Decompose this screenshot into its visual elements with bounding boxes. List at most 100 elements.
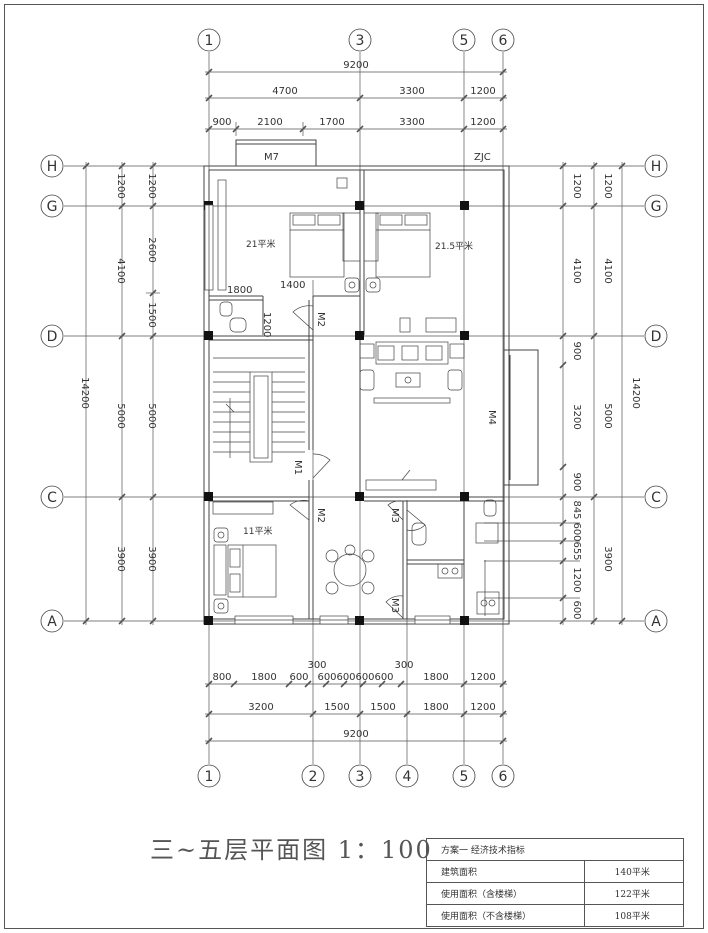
label-zjc: ZJC [474,152,491,163]
dim-top-total: 9200 [343,60,368,71]
structural-columns [204,201,469,625]
axis-label-row-h-right: H [651,159,662,175]
dim-left-1200: 1200 [115,173,126,198]
dim-bot-1500a: 1500 [324,702,349,713]
dim-bot-total: 9200 [343,729,368,740]
dim-bot-600d: 600 [355,672,374,683]
dim-bot-800: 800 [212,672,231,683]
dim-bot-1200: 1200 [470,672,495,683]
table-row: 使用面积（不含楼梯） 108平米 [426,904,685,927]
dim-bot-1800c: 1800 [423,702,448,713]
page-border [4,4,704,929]
axis-label-row-h: H [47,159,58,175]
axis-label-row-g: G [47,199,58,215]
axis-label-row-a: A [47,614,57,630]
kitchen-counters [437,560,500,616]
bedroom-2-furniture [363,212,457,333]
top-dimension-text: 9200 4700 3300 1200 900 2100 1700 3300 1… [212,60,495,128]
room-labels: M7 ZJC 21平米 21.5平米 11平米 1400 1800 1200 M… [227,152,497,613]
dim-right-845: 845 [571,500,582,519]
grid-axes-vertical [208,52,504,764]
label-m4: M4 [486,410,497,425]
axis-label-col-3: 3 [356,33,365,49]
dim-bot-300a: 300 [307,660,326,671]
table-header: 方案一 经济技术指标 [426,838,684,861]
right-dimension-text: 1200 4100 900 3200 900 845 600 655 1200 … [571,173,641,619]
dim-bot-1800: 1800 [251,672,276,683]
living-room-furniture [359,341,465,404]
dim-right-outer-3900: 3900 [602,546,613,571]
table-row-value: 122平米 [583,882,685,905]
bottom-dimensions [205,680,507,745]
room-label-bedroom-1: 21平米 [246,238,275,250]
label-1400: 1400 [280,280,305,291]
axis-label-col-1: 1 [205,33,214,49]
table-row-value: 140平米 [583,860,685,883]
dim-bot-600b: 600 [317,672,336,683]
windows [204,204,451,625]
axis-label-row-c: C [47,490,57,506]
axis-label-row-c-right: C [651,490,661,506]
dim-left-3900: 3900 [115,546,126,571]
table-row-label: 使用面积（含楼梯） [426,882,585,905]
dim-top-900: 900 [212,117,231,128]
dim-right-1200: 1200 [571,173,582,198]
axis-label-col-5: 5 [460,33,469,49]
table-row-label: 建筑面积 [426,860,585,883]
staircase [213,357,305,463]
dim-left-1200b: 1200 [146,173,157,198]
label-m3-lower: M3 [389,598,400,613]
room-label-bedroom-2: 21.5平米 [435,240,473,252]
axis-label-col-6: 6 [499,33,508,49]
dim-bot-600c: 600 [336,672,355,683]
dim-right-outer-5000: 5000 [602,403,613,428]
dim-top-1200: 1200 [470,86,495,97]
dim-left-2600: 2600 [146,237,157,262]
label-m1: M1 [292,460,303,475]
dim-left-4100: 4100 [115,258,126,283]
bedroom-1-furniture [217,177,361,293]
axis-label-row-d: D [47,329,58,345]
axis-label-col-1-bottom: 1 [205,769,214,785]
dim-bot-600a: 600 [289,672,308,683]
axis-label-col-2-bottom: 2 [309,769,318,785]
right-dimensions [484,162,626,625]
left-dimension-text: 14200 1200 4100 5000 3900 1200 2600 1500… [79,173,157,571]
bedroom-3-furniture [212,501,277,614]
dim-left-1500: 1500 [146,302,157,327]
axis-label-col-3-bottom: 3 [356,769,365,785]
dim-left-total: 14200 [79,377,90,409]
axis-label-row-a-right: A [651,614,661,630]
dim-bot-300b: 300 [394,660,413,671]
label-1200: 1200 [261,312,272,337]
dim-right-total: 14200 [630,377,641,409]
doors [289,305,437,619]
dim-top-3300b: 3300 [399,117,424,128]
dim-right-600: 600 [571,522,582,541]
axis-bubbles [40,28,668,788]
technical-indicator-table: 方案一 经济技术指标 建筑面积 140平米 使用面积（含楼梯） 122平米 使用… [426,838,685,927]
table-row-label: 使用面积（不含楼梯） [426,904,585,927]
dim-right-900b: 900 [571,472,582,491]
bathroom-fixtures [219,301,499,546]
bottom-dimension-text: 800 1800 600 600 600 600 600 1800 1200 3… [212,660,495,740]
dim-left-3900b: 3900 [146,546,157,571]
axis-label-row-d-right: D [651,329,662,345]
drawing-title: 三~五层平面图 1：100 [150,836,433,864]
axis-labels: 1 3 5 6 1 2 3 4 5 6 H G D C A H G D C A [47,33,662,785]
table-row: 使用面积（含楼梯） 122平米 [426,882,685,905]
dim-bot-1200b: 1200 [470,702,495,713]
top-dimensions [205,68,507,136]
dim-bot-3200: 3200 [248,702,273,713]
axis-label-col-4-bottom: 4 [403,769,412,785]
dim-bot-1800b: 1800 [423,672,448,683]
dining-set [325,544,375,595]
label-1800: 1800 [227,285,252,296]
label-m2-upper: M2 [315,312,326,327]
room-label-bedroom-3: 11平米 [243,525,272,537]
dim-right-3200: 3200 [571,404,582,429]
dim-top-4700: 4700 [272,86,297,97]
table-row-value: 108平米 [583,904,685,927]
dim-top-2100: 2100 [257,117,282,128]
